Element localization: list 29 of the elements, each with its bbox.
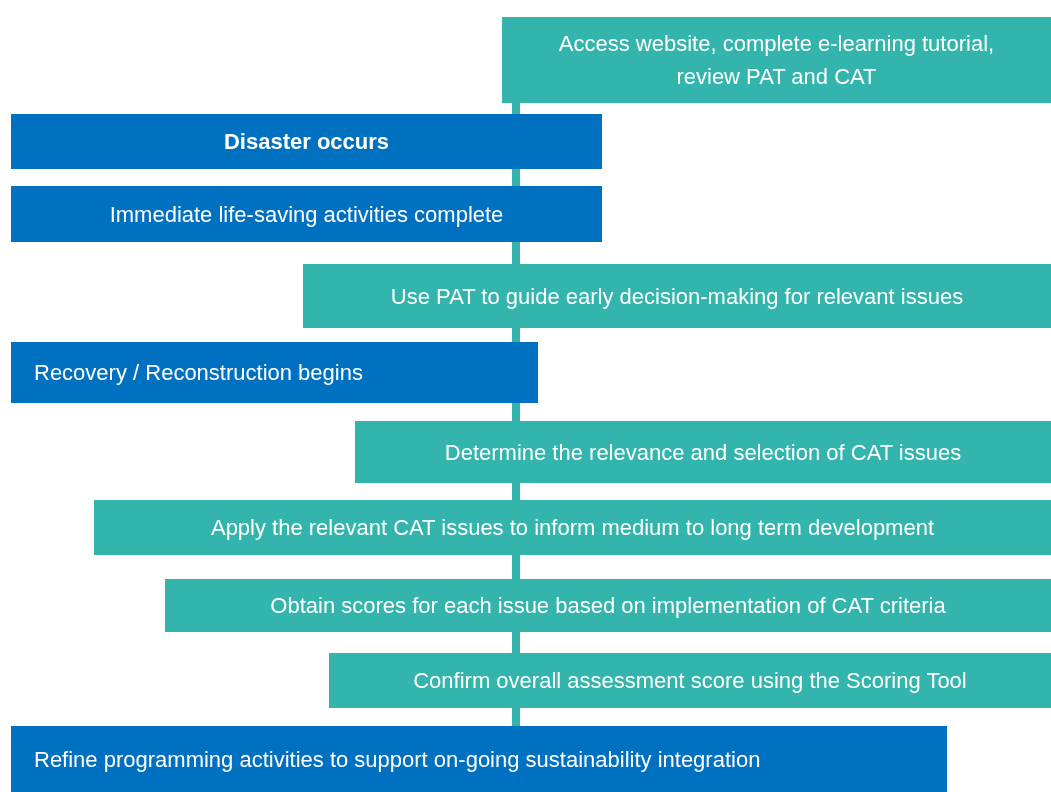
- connector-line: [512, 242, 520, 264]
- step-text: Obtain scores for each issue based on implementation of CAT criteria: [270, 592, 946, 620]
- step-text: Confirm overall assessment score using the Scoring Tool: [413, 667, 967, 695]
- step-text: Use PAT to guide early decision-making for relevant issues: [390, 282, 964, 311]
- step-box: [94, 500, 1051, 555]
- step-box: [303, 264, 1051, 328]
- step-text: Disaster occurs: [223, 128, 390, 156]
- connector-line: [512, 103, 520, 114]
- connector-line: [512, 632, 520, 653]
- connector-line: [512, 403, 520, 421]
- step-text: Immediate life-saving activities complete: [109, 200, 504, 229]
- step-box: [329, 653, 1051, 708]
- step-text: Recovery / Reconstruction begins: [34, 359, 363, 387]
- step-text: Access website, complete e-learning tutorial, review PAT and CAT: [557, 30, 996, 91]
- step-box: [165, 579, 1051, 632]
- step-box: [355, 421, 1051, 483]
- connector-line: [512, 555, 520, 579]
- event-box: [11, 342, 538, 403]
- event-box: [11, 186, 602, 242]
- event-box: [11, 114, 602, 169]
- step-text: Apply the relevant CAT issues to inform medium to long term development: [210, 514, 935, 542]
- step-box: [502, 17, 1051, 103]
- connector-line: [512, 328, 520, 342]
- step-text: Refine programming activities to support on-going sustainability integration: [34, 745, 761, 774]
- connector-line: [512, 483, 520, 500]
- event-box: [11, 726, 947, 792]
- connector-line: [512, 708, 520, 726]
- step-text: Determine the relevance and selection of CAT issues: [444, 438, 962, 467]
- connector-line: [512, 169, 520, 186]
